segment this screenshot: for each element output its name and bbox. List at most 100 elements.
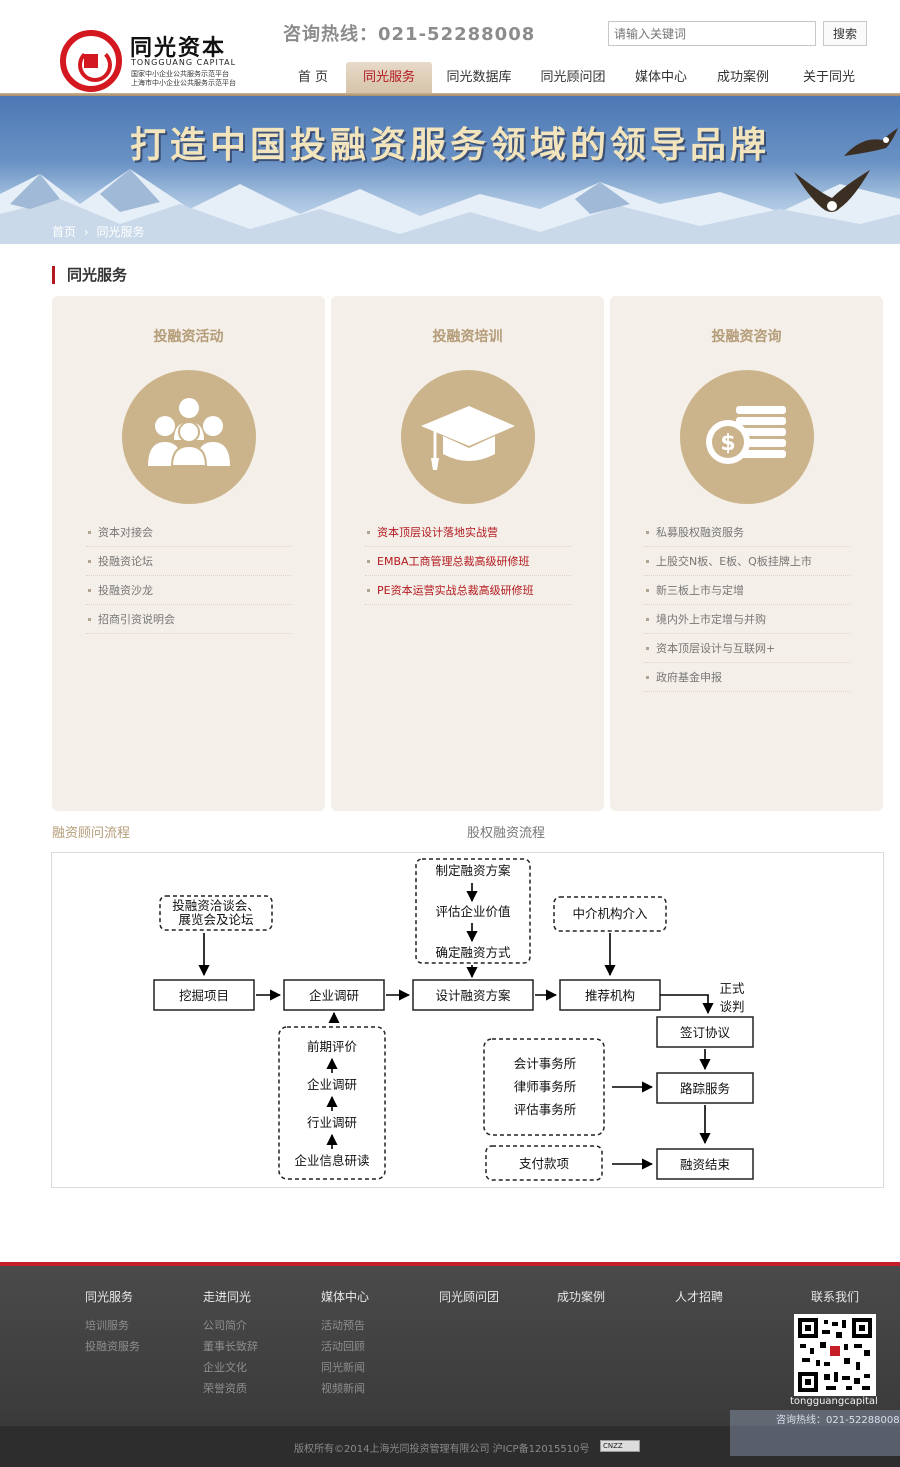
list-item[interactable]: 投融资论坛 bbox=[86, 547, 292, 576]
list-item[interactable]: 资本对接会 bbox=[86, 518, 292, 547]
footer-link[interactable]: 董事长致辞 bbox=[203, 1340, 258, 1353]
footer-link[interactable]: 活动预告 bbox=[321, 1319, 365, 1332]
node-recommend-label: 推荐机构 bbox=[585, 988, 635, 1003]
node-end-label: 融资结束 bbox=[680, 1157, 731, 1172]
node-plan-label: 制定融资方案 bbox=[435, 863, 511, 878]
list-item[interactable]: 招商引资说明会 bbox=[86, 605, 292, 634]
footer-link[interactable]: 培训服务 bbox=[85, 1319, 129, 1332]
card-title[interactable]: 投融资活动 bbox=[153, 329, 224, 345]
node-sign-label: 签订协议 bbox=[680, 1025, 731, 1040]
flow-tab-advisory[interactable]: 融资顾问流程 bbox=[52, 826, 131, 841]
node-industry-research-label: 行业调研 bbox=[307, 1115, 357, 1130]
list-item[interactable]: 投融资沙龙 bbox=[86, 576, 292, 605]
node-negotiate-line2: 谈判 bbox=[719, 999, 744, 1014]
service-card-consulting: 投融资咨询 $ 私募股权融资服务 上股交N板、E板、Q板挂牌上市 新三板上市与定… bbox=[610, 296, 883, 811]
footer-link[interactable]: 荣誉资质 bbox=[203, 1382, 247, 1395]
footer-hotline: 咨询热线：021-52288008 bbox=[776, 1415, 900, 1426]
card-list: 资本顶层设计落地实战营 EMBA工商管理总裁高级研修班 PE资本运营实战总裁高级… bbox=[365, 518, 571, 605]
footer-link[interactable]: 企业文化 bbox=[203, 1361, 247, 1374]
breadcrumb-home[interactable]: 首页 bbox=[52, 225, 77, 239]
logo-mark-icon bbox=[60, 30, 122, 92]
footer-link[interactable]: 视频新闻 bbox=[321, 1382, 365, 1395]
list-item[interactable]: EMBA工商管理总裁高级研修班 bbox=[365, 547, 571, 576]
node-roadshow-label: 路踪服务 bbox=[680, 1081, 730, 1096]
list-item[interactable]: PE资本运营实战总裁高级研修班 bbox=[365, 576, 571, 605]
nav-about[interactable]: 关于同光 bbox=[802, 70, 855, 85]
footer-divider bbox=[0, 1262, 900, 1266]
footer-col-title[interactable]: 媒体中心 bbox=[321, 1290, 370, 1304]
node-expo-line2: 展览会及论坛 bbox=[178, 912, 253, 927]
header-divider bbox=[0, 93, 900, 96]
search-input[interactable] bbox=[608, 21, 816, 46]
hotline: 咨询热线：021-52288008 bbox=[283, 24, 536, 45]
qr-code-icon bbox=[798, 1318, 872, 1392]
graduation-cap-icon bbox=[421, 406, 515, 470]
list-item[interactable]: 资本顶层设计落地实战营 bbox=[365, 518, 571, 547]
footer-col-title[interactable]: 成功案例 bbox=[557, 1290, 606, 1304]
node-roadshow bbox=[656, 1072, 754, 1104]
node-plan-group bbox=[415, 858, 531, 964]
qr-account-id: tongguangcapital bbox=[790, 1396, 878, 1407]
footer-link[interactable]: 活动回顾 bbox=[321, 1340, 365, 1353]
node-negotiate-line1: 正式 bbox=[719, 981, 745, 996]
footer-col-title[interactable]: 同光顾问团 bbox=[439, 1290, 500, 1304]
card-list: 资本对接会 投融资论坛 投融资沙龙 招商引资说明会 bbox=[86, 518, 292, 634]
section-title: 同光服务 bbox=[52, 266, 127, 284]
card-title[interactable]: 投融资培训 bbox=[432, 329, 503, 345]
list-item[interactable]: 上股交N板、E板、Q板挂牌上市 bbox=[644, 547, 850, 576]
node-valuation-label: 评估企业价值 bbox=[435, 904, 510, 919]
search-button[interactable]: 搜索 bbox=[823, 21, 867, 46]
node-design-label: 设计融资方案 bbox=[435, 988, 511, 1003]
node-expo-line1: 投融资洽谈会、 bbox=[172, 898, 260, 913]
footer-link[interactable]: 同光新闻 bbox=[321, 1361, 365, 1374]
footer-col-media: 媒体中心 活动预告 活动回顾 同光新闻 视频新闻 bbox=[321, 1288, 369, 1399]
logo[interactable]: 同光资本 TONGGUANG CAPITAL 国家中小企业公共服务示范平台 上海… bbox=[60, 28, 250, 92]
card-title[interactable]: 投融资咨询 bbox=[711, 329, 782, 345]
footer-col-services: 同光服务 培训服务 投融资服务 bbox=[85, 1288, 140, 1357]
watermark-overlay bbox=[730, 1410, 900, 1456]
nav-database[interactable]: 同光数据库 bbox=[446, 70, 512, 85]
list-item[interactable]: 新三板上市与定增 bbox=[644, 576, 850, 605]
cnzz-badge[interactable]: CNZZ bbox=[600, 1440, 640, 1452]
nav-advisors[interactable]: 同光顾问团 bbox=[540, 70, 606, 85]
main-nav: 首 页 同光服务 同光数据库 同光顾问团 媒体中心 成功案例 关于同光 bbox=[280, 62, 874, 94]
svg-text:$: $ bbox=[720, 431, 735, 456]
nav-services[interactable]: 同光服务 bbox=[346, 62, 432, 94]
list-item[interactable]: 资本顶层设计与互联网+ bbox=[644, 634, 850, 663]
flow-title: 股权融资流程 bbox=[467, 826, 546, 841]
footer-col-title[interactable]: 同光服务 bbox=[85, 1290, 134, 1304]
footer-col-title[interactable]: 走进同光 bbox=[203, 1290, 252, 1304]
node-intermediary-label: 中介机构介入 bbox=[572, 906, 648, 921]
nav-media[interactable]: 媒体中心 bbox=[634, 70, 687, 85]
footer-col-title[interactable]: 联系我们 bbox=[811, 1290, 860, 1304]
qr-code bbox=[794, 1314, 876, 1396]
card-icon-circle: $ bbox=[680, 370, 814, 504]
node-end bbox=[656, 1148, 754, 1180]
site-header: 同光资本 TONGGUANG CAPITAL 国家中小企业公共服务示范平台 上海… bbox=[0, 0, 900, 96]
list-item[interactable]: 政府基金申报 bbox=[644, 663, 850, 692]
eagle-icon bbox=[844, 128, 898, 156]
node-info-read-label: 企业信息研读 bbox=[294, 1153, 369, 1168]
breadcrumb-separator-icon: › bbox=[83, 225, 89, 239]
node-research bbox=[283, 979, 385, 1011]
node-dig bbox=[153, 979, 255, 1011]
flow-diagram: 投融资洽谈会、 展览会及论坛 挖掘项目 企业调研 设计融资方案 推荐机构 制定融… bbox=[51, 852, 884, 1188]
node-design bbox=[412, 979, 534, 1011]
nav-home[interactable]: 首 页 bbox=[297, 70, 329, 85]
node-firm-valuation: 评估事务所 bbox=[514, 1102, 577, 1117]
node-firm-law: 律师事务所 bbox=[514, 1079, 577, 1094]
footer-link[interactable]: 公司简介 bbox=[203, 1319, 247, 1332]
list-item[interactable]: 境内外上市定增与并购 bbox=[644, 605, 850, 634]
card-icon-circle bbox=[122, 370, 256, 504]
nav-cases[interactable]: 成功案例 bbox=[716, 70, 769, 85]
node-intermediary bbox=[553, 896, 667, 932]
flowchart: 投融资洽谈会、 展览会及论坛 挖掘项目 企业调研 设计融资方案 推荐机构 制定融… bbox=[153, 858, 754, 1181]
footer-link[interactable]: 投融资服务 bbox=[85, 1340, 140, 1353]
eagle-icon bbox=[794, 170, 870, 212]
site-footer: 同光服务 培训服务 投融资服务 走进同光 公司简介 董事长致辞 企业文化 荣誉资… bbox=[0, 1266, 900, 1426]
footer-col-cases: 成功案例 bbox=[557, 1288, 605, 1315]
dollar-coins-icon: $ bbox=[706, 406, 786, 464]
footer-col-advisors: 同光顾问团 bbox=[439, 1288, 499, 1315]
list-item[interactable]: 私募股权融资服务 bbox=[644, 518, 850, 547]
footer-col-title[interactable]: 人才招聘 bbox=[675, 1290, 724, 1304]
